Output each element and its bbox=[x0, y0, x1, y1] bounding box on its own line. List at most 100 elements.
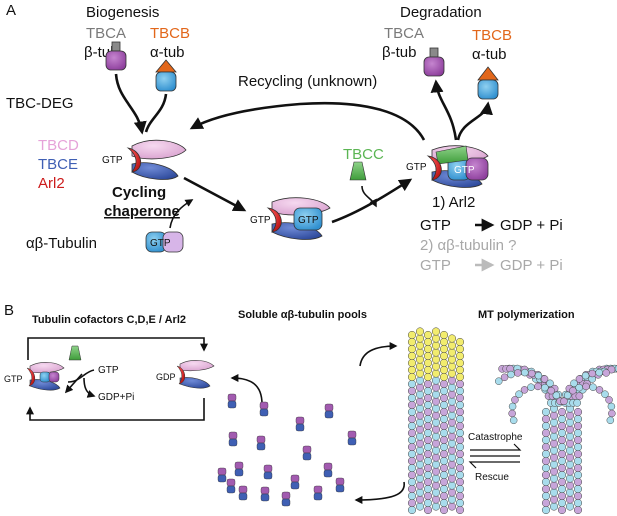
degradation-arrow-alpha bbox=[456, 101, 493, 141]
degradation-arrow-beta bbox=[430, 79, 458, 141]
tubulin-subunit bbox=[455, 463, 465, 473]
arrow-dimer-binds bbox=[169, 199, 194, 229]
tbcb-label: TBCB bbox=[150, 25, 190, 42]
tubulin-subunit bbox=[439, 372, 449, 382]
tubulin-subunit bbox=[423, 344, 433, 354]
deg-tbca-label: TBCA bbox=[384, 25, 424, 42]
tubulin-subunit bbox=[500, 373, 509, 382]
tubulin-subunit bbox=[557, 442, 567, 452]
tubulin-subunit bbox=[415, 404, 425, 413]
small-tbcc-shape bbox=[68, 345, 82, 361]
cofactors-title: Tubulin cofactors C,D,E / Arl2 bbox=[32, 314, 186, 326]
arrow-tbcc-joins bbox=[361, 185, 377, 208]
pool-dimer bbox=[260, 486, 270, 502]
tubulin-subunit bbox=[447, 362, 457, 371]
tubulin-subunit bbox=[541, 421, 551, 431]
cycle-top-arrow bbox=[27, 337, 208, 360]
tubulin-subunit bbox=[439, 386, 449, 396]
tubulin-subunit bbox=[563, 391, 572, 400]
tubulin-subunit bbox=[415, 425, 425, 434]
tubulin-subunit bbox=[447, 502, 457, 511]
tubulin-subunit bbox=[431, 341, 441, 350]
tubulin-subunit bbox=[439, 379, 449, 389]
tubulin-subunit bbox=[589, 383, 597, 391]
recycling-arrow bbox=[189, 101, 426, 141]
tubulin-subunit bbox=[423, 470, 433, 480]
tubulin-subunit bbox=[431, 481, 441, 490]
tubulin-subunit bbox=[521, 368, 529, 377]
tubulin-subunit bbox=[557, 477, 567, 487]
tubulin-subunit bbox=[601, 390, 609, 398]
tbcb-triangle bbox=[155, 59, 177, 73]
tubulin-subunit bbox=[447, 481, 457, 490]
degradation-alpha-tubulin-tbcb bbox=[477, 66, 499, 100]
tbcc-shape bbox=[349, 161, 367, 181]
tubulin-subunit bbox=[508, 402, 517, 411]
tubulin-subunit bbox=[549, 418, 559, 427]
chaperone-complex-with-tbcc: GTP GTP bbox=[406, 145, 489, 188]
tubulin-subunit bbox=[423, 365, 433, 375]
tubulin-subunit bbox=[455, 484, 465, 494]
tubulin-subunit bbox=[582, 382, 590, 391]
tubulin-subunit bbox=[447, 425, 457, 434]
tubulin-subunit bbox=[560, 397, 568, 406]
tubulin-subunit bbox=[431, 411, 441, 420]
tbca-block bbox=[111, 41, 121, 52]
tubulin-subunit bbox=[447, 453, 457, 462]
tubulin-subunit bbox=[546, 379, 554, 388]
tubulin-subunit bbox=[447, 495, 457, 504]
tubulin-subunit bbox=[573, 442, 583, 452]
tubulin-subunit bbox=[415, 348, 425, 357]
tubulin-subunit bbox=[602, 369, 610, 377]
tubulin-subunit bbox=[447, 474, 457, 483]
ab-tubulin-label: αβ-Tubulin bbox=[26, 235, 97, 252]
tubulin-subunit bbox=[407, 428, 417, 438]
tubulin-subunit bbox=[557, 428, 567, 438]
tubulin-subunit bbox=[407, 435, 417, 445]
tubulin-subunit bbox=[407, 498, 417, 508]
tubulin-subunit bbox=[565, 432, 575, 441]
tubulin-subunit bbox=[549, 453, 559, 462]
tubulin-subunit bbox=[541, 442, 551, 452]
tubulin-subunit bbox=[549, 488, 559, 497]
tubulin-subunit bbox=[407, 351, 417, 361]
tubulin-subunit bbox=[439, 477, 449, 487]
tubulin-subunit bbox=[415, 502, 425, 511]
rescue-arrow bbox=[470, 456, 520, 468]
tubulin-subunit bbox=[557, 435, 567, 445]
tubulin-subunit bbox=[415, 446, 425, 455]
tubulin-subunit bbox=[549, 474, 559, 483]
tubulin-subunit bbox=[415, 376, 425, 385]
tubulin-subunit bbox=[439, 414, 449, 424]
panel-b-letter: B bbox=[4, 302, 14, 319]
alpha-tub-label: α-tub bbox=[150, 44, 185, 61]
tubulin-subunit bbox=[439, 428, 449, 438]
pool-dimer bbox=[263, 464, 273, 480]
pool-dimer bbox=[281, 491, 291, 507]
tubulin-subunit bbox=[407, 344, 417, 354]
tubulin-subunit bbox=[588, 369, 597, 378]
tubulin-subunit bbox=[407, 372, 417, 382]
pool-dimer bbox=[217, 467, 227, 483]
tubulin-subunit bbox=[447, 467, 457, 476]
tubulin-subunit bbox=[407, 330, 417, 340]
tubulin-subunit bbox=[575, 392, 584, 400]
tubulin-subunit bbox=[407, 421, 417, 431]
tubulin-subunit bbox=[549, 460, 559, 469]
tubulin-subunit bbox=[455, 421, 465, 431]
tubulin-subunit bbox=[541, 463, 551, 473]
tubulin-subunit bbox=[431, 334, 441, 343]
tubulin-subunit bbox=[455, 428, 465, 438]
tubulin-subunit bbox=[423, 372, 433, 382]
tubulin-subunit bbox=[455, 379, 465, 389]
tubulin-subunit bbox=[557, 484, 567, 494]
tubulin-subunit bbox=[439, 421, 449, 431]
tubulin-subunit bbox=[557, 463, 567, 473]
tubulin-subunit bbox=[431, 362, 441, 371]
tubulin-subunit bbox=[455, 435, 465, 445]
pool-dimer bbox=[228, 431, 238, 447]
tubulin-subunit bbox=[431, 348, 441, 357]
step1-label: 1) Arl2 bbox=[432, 194, 475, 211]
tubulin-subunit bbox=[573, 498, 583, 508]
